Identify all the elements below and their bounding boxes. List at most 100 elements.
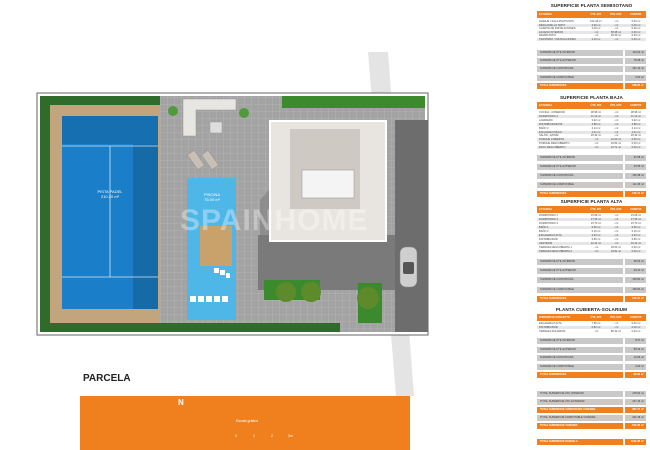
table-cell: BAÑO 3 <box>539 126 549 130</box>
table-cell: TERRAZA SOLARIUM <box>539 329 566 333</box>
hedge-bottom <box>40 323 340 332</box>
table-cell: DISTRIBUIDOR <box>539 238 558 241</box>
grand-total-label: TOTAL SUPERFICIE VIVIENDA <box>537 423 623 429</box>
table-cell: GARAJE / SALA MULTIUSOS <box>539 20 574 23</box>
table-cell: 4.06 m² <box>591 27 601 31</box>
table-cell: 0.00 m² <box>631 20 641 23</box>
summary-label: SUPERFICIE ÚTIL INTERIOR <box>537 338 623 344</box>
table-header-row <box>537 11 646 18</box>
table-cell: 17.55 m² <box>590 218 602 221</box>
summary-value: 78.28 m² <box>625 58 646 65</box>
table-cell: 10.71 m² <box>610 146 622 150</box>
summary-label: TOTAL SUPERFICIES <box>537 82 623 89</box>
scale-tick: 2 <box>271 434 273 438</box>
table-cell: 17.55 m² <box>630 218 642 221</box>
table-cell: 10.14 m² <box>630 242 642 245</box>
table-row <box>537 234 646 238</box>
column-header: COMPUT. <box>630 316 642 319</box>
table-cell: 4.14 m² <box>631 126 641 130</box>
table-cell: - m² <box>593 146 599 150</box>
table-cell: 3.96 m² <box>591 23 601 27</box>
grand-total-label: TOTAL SUPERFICIE ÚTIL EXTERIOR <box>537 399 623 405</box>
table-cell: 0.00 m² <box>631 38 641 41</box>
padel-court-name: PISTA PADEL <box>97 189 123 194</box>
table-cell: 10.81 m² <box>610 250 622 253</box>
table-cell: 0.00 m² <box>631 322 641 325</box>
table-cell: - m² <box>613 242 619 245</box>
summary-value: 105.84 m² <box>625 277 646 284</box>
table-cell: - m² <box>613 114 619 118</box>
palm-plant <box>239 108 249 118</box>
table-row <box>537 114 646 119</box>
summary-label: TOTAL SUPERFICIES <box>537 191 623 197</box>
summary-label: SUPERFICIE ÚTIL INTERIOR <box>537 50 623 56</box>
table-cell: 0.82 m² <box>591 325 601 329</box>
summary-value: 105.84 m² <box>625 286 646 293</box>
grand-total-label: TOTAL SUPERFICIE CONSTRUIDA VIVIENDA <box>537 407 623 413</box>
table-cell: 12.00 m² <box>610 138 622 142</box>
table-header-row <box>537 206 646 213</box>
table-cell: 3.92 m² <box>631 118 641 122</box>
table-cell: 18.50 m² <box>610 246 622 249</box>
summary-value: 96.98 m² <box>625 372 646 379</box>
column-header: ÚTIL INT. <box>590 13 602 16</box>
summary-value: 0.00 m² <box>625 74 646 81</box>
table-cell: ACCESO INTERIOR <box>539 30 564 34</box>
table-cell: DORMITORIO 4 <box>539 114 558 118</box>
table-cell: 6.00 m² <box>631 138 641 142</box>
table-cell: 5.86 m² <box>631 238 641 241</box>
table-row <box>537 218 646 222</box>
tree <box>276 282 296 302</box>
table-cell: 3.92 m² <box>591 118 601 122</box>
table-row <box>537 242 646 246</box>
table-cell: - m² <box>613 226 619 229</box>
summary-value: 91.58 m² <box>625 155 646 161</box>
table-cell: TRASTERO / INSTALACIONES <box>539 38 576 41</box>
summary-value: 151.12 m² <box>625 66 646 73</box>
table-row <box>537 23 646 27</box>
table-cell: 11.13 m² <box>630 114 642 118</box>
table-cell: 5.15 m² <box>631 230 641 233</box>
table-cell: 102.18 m² <box>590 20 602 23</box>
table-cell: TERRAZA DESCUBIERTA 2 <box>539 250 572 253</box>
table-cell: ESCALERA P.ALTA <box>539 322 562 325</box>
table-cell: 15.68 m² <box>590 214 602 217</box>
table-cell: 0.00 m² <box>631 27 641 31</box>
table-cell: ESCALERA P.ALTA <box>539 234 562 237</box>
table-row <box>537 122 646 127</box>
table-cell: - m² <box>613 111 619 114</box>
table-cell: - m² <box>613 218 619 221</box>
table-cell: - m² <box>613 134 619 138</box>
table-cell: - m² <box>593 329 599 333</box>
tree <box>301 282 321 302</box>
hedge-left <box>40 96 50 332</box>
summary-value: 105.38 m² <box>625 173 646 179</box>
table-cell: 0.00 m² <box>631 146 641 150</box>
table-title: PLANTA CUBIERTA-SOLARIUM <box>555 307 628 312</box>
table-cell: 29.30 m² <box>610 34 622 38</box>
summary-label: SUPERFICIE COMPUTABLE <box>537 363 623 370</box>
grand-total-value: 237.46 m² <box>625 399 646 405</box>
scale-tick: 0 <box>235 434 237 438</box>
table-cell: PASO DESCUBIERTO <box>539 146 566 150</box>
car <box>399 246 418 288</box>
table-cell: 0.00 m² <box>631 30 641 34</box>
palm-plant <box>168 106 178 116</box>
table-cell: - m² <box>613 118 619 122</box>
table-cell: - m² <box>613 238 619 241</box>
table-cell: - m² <box>613 23 619 27</box>
column-header: ÚTIL EXT. <box>610 316 622 319</box>
grand-total-label: TOTAL SUPERFICIE ÚTIL INTERIOR <box>537 391 623 397</box>
